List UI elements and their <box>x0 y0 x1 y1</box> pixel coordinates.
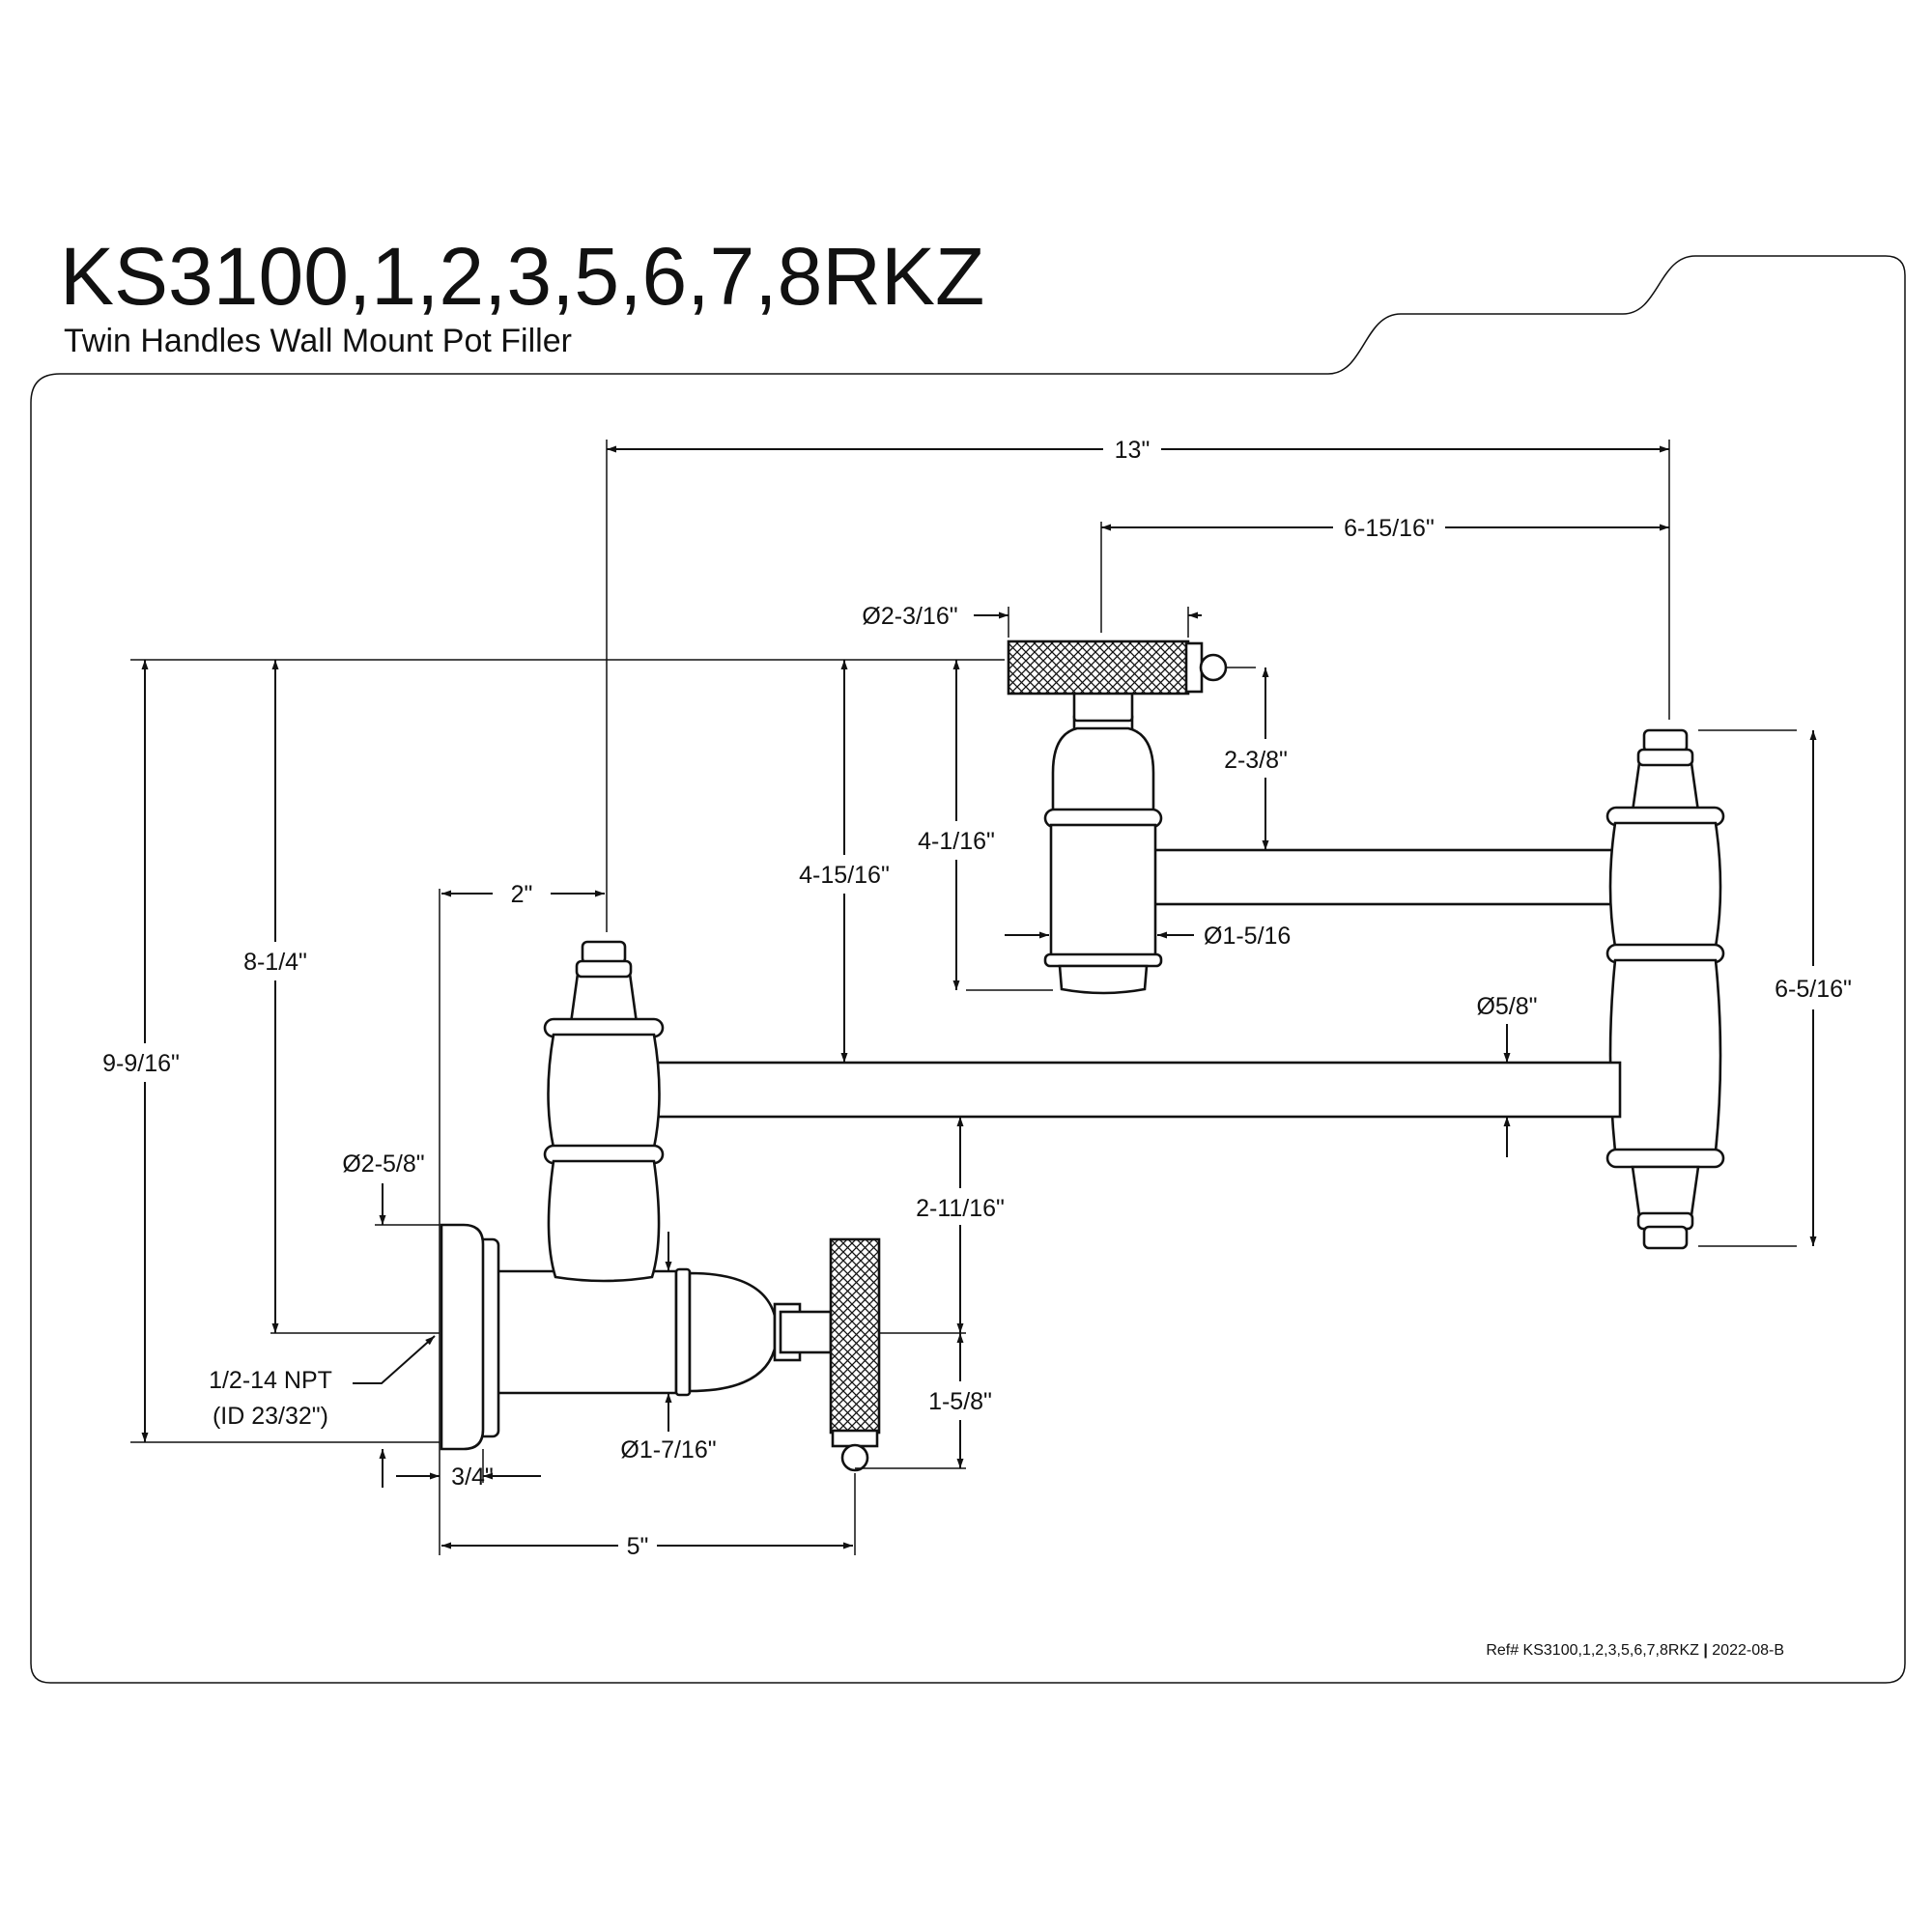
right-hinge-joint <box>1605 728 1725 1250</box>
dimension-labels: 13" 6-15/16" Ø2-3/16" 2-3/8" 4-1/16" Ø1-… <box>102 437 1852 1560</box>
dim-overall-height: 9-9/16" <box>102 1050 180 1077</box>
dim-handle-to-center: 6-15/16" <box>1344 515 1435 542</box>
dim-handle-height: 2-3/8" <box>1224 747 1288 774</box>
dimension-lines <box>141 445 1817 1549</box>
footer-ref-id: Ref# KS3100,1,2,3,5,6,7,8RKZ <box>1486 1642 1699 1659</box>
upper-arm <box>1143 848 1620 906</box>
dim-thread-spec: 1/2-14 NPT <box>209 1367 332 1394</box>
footer-separator: | <box>1703 1642 1712 1659</box>
extension-lines <box>130 440 1797 1555</box>
dim-overall-width: 13" <box>1115 437 1151 464</box>
drawing-frame <box>30 255 1906 1684</box>
lower-handle[interactable] <box>829 1237 881 1472</box>
dim-lower-handle-height: 1-5/8" <box>928 1388 992 1415</box>
wall-mount-body <box>486 1159 833 1397</box>
dim-upper-body-height: 4-1/16" <box>918 828 995 855</box>
dim-arm-to-top: 4-15/16" <box>799 862 890 889</box>
dim-handle-reach: 5" <box>627 1533 649 1560</box>
dim-lower-arm-height: 2-11/16" <box>916 1195 1005 1222</box>
dim-handle-diameter-top: Ø2-3/16" <box>862 603 957 630</box>
dim-hinge-height: 6-5/16" <box>1775 976 1852 1003</box>
wall-flange <box>440 1223 500 1451</box>
model-title: KS3100,1,2,3,5,6,7,8RKZ <box>60 231 984 322</box>
upper-handle[interactable] <box>1007 639 1228 696</box>
dim-offset: 2" <box>511 881 533 908</box>
dim-upper-body-diameter: Ø1-5/16 <box>1204 923 1291 950</box>
product-subtitle: Twin Handles Wall Mount Pot Filler <box>64 323 572 359</box>
dim-body-diameter: Ø1-7/16" <box>620 1436 716 1463</box>
dim-arm-diameter: Ø5/8" <box>1476 993 1537 1020</box>
left-hinge-joint <box>543 940 665 1165</box>
footer-reference: Ref# KS3100,1,2,3,5,6,7,8RKZ | 2022-08-B <box>1486 1642 1784 1659</box>
dim-thread-id: (ID 23/32") <box>213 1403 328 1430</box>
dim-flange-depth: 3/4" <box>451 1463 494 1491</box>
footer-revision: 2022-08-B <box>1712 1642 1784 1659</box>
lower-arm <box>655 1061 1622 1119</box>
dim-flange-diameter: Ø2-5/8" <box>342 1151 424 1178</box>
dim-inlet-to-top: 8-1/4" <box>243 949 307 976</box>
upper-outlet-body <box>1043 690 1163 995</box>
